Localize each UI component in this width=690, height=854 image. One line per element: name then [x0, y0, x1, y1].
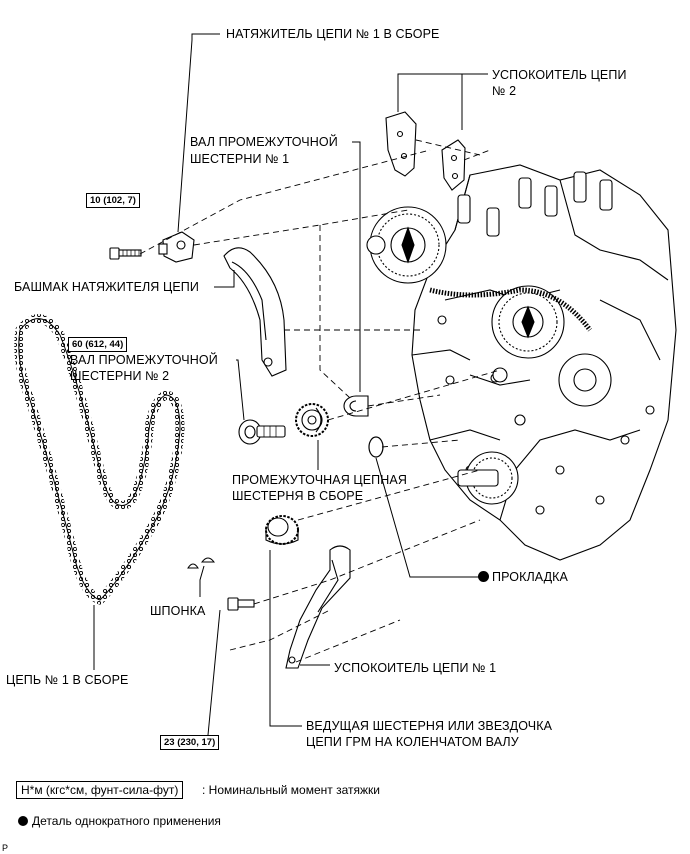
label-idler-shaft-1-line1: ВАЛ ПРОМЕЖУТОЧНОЙ — [190, 135, 338, 149]
non-reusable-dot-gasket — [478, 571, 489, 582]
legend-non-reusable-dot — [18, 816, 28, 826]
torque-tensioner-bolt: 10 (102, 7) — [86, 193, 140, 208]
cam-sprocket-left — [366, 206, 447, 284]
label-tensioner-slipper: БАШМАК НАТЯЖИТЕЛЯ ЦЕПИ — [14, 280, 199, 294]
crankshaft-timing-sprocket — [265, 515, 299, 545]
legend-torque-description: : Номинальный момент затяжки — [202, 783, 380, 797]
timing-chain-1 — [14, 314, 185, 606]
label-crank-sprocket-line1: ВЕДУЩАЯ ШЕСТЕРНЯ ИЛИ ЗВЕЗДОЧКА — [306, 719, 553, 733]
label-idler-gear-line1: ПРОМЕЖУТОЧНАЯ ЦЕПНАЯ — [232, 473, 407, 487]
label-idler-gear-line2: ШЕСТЕРНЯ В СБОРЕ — [232, 489, 364, 503]
idler-shaft-1 — [343, 395, 369, 417]
crankshaft-gear — [457, 451, 519, 505]
label-chain-tensioner-1: НАТЯЖИТЕЛЬ ЦЕПИ № 1 В СБОРЕ — [226, 27, 440, 41]
cam-sprocket-right — [491, 285, 612, 407]
label-idler-shaft-1-line2: ШЕСТЕРНИ № 1 — [190, 152, 290, 166]
label-idler-shaft-2-line2: ШЕСТЕРНИ № 2 — [70, 369, 170, 383]
legend-non-reusable-text: Деталь однократного применения — [32, 814, 221, 828]
idler-chain-gear — [295, 403, 329, 437]
idler-shaft-2 — [238, 419, 286, 445]
damper-1-bolt — [227, 597, 255, 611]
chain-tensioner-slipper — [223, 247, 287, 377]
label-crank-sprocket-line2: ЦЕПИ ГРМ НА КОЛЕНЧАТОМ ВАЛУ — [306, 735, 519, 749]
label-gasket: ПРОКЛАДКА — [492, 570, 568, 584]
chain-damper-1 — [285, 545, 351, 669]
woodruff-keys — [187, 557, 216, 569]
label-chain-damper-2-line2: № 2 — [492, 84, 517, 98]
torque-idler-shaft-2: 60 (612, 44) — [68, 337, 128, 352]
gasket-o-ring — [368, 436, 384, 458]
label-chain-1: ЦЕПЬ № 1 В СБОРЕ — [6, 673, 129, 687]
legend-torque-unit-box: Н*м (кгс*см, фунт-сила-фут) — [16, 781, 184, 799]
label-chain-damper-1: УСПОКОИТЕЛЬ ЦЕПИ № 1 — [334, 661, 497, 675]
engine-block — [411, 164, 677, 561]
tensioner-bolt — [109, 247, 142, 260]
figure-code: P — [2, 843, 9, 853]
leader-lines — [93, 33, 488, 736]
torque-damper-1-bolt: 23 (230, 17) — [160, 735, 220, 750]
chain-tensioner-1 — [158, 231, 195, 263]
label-idler-shaft-2-line1: ВАЛ ПРОМЕЖУТОЧНОЙ — [70, 353, 218, 367]
label-chain-damper-2-line1: УСПОКОИТЕЛЬ ЦЕПИ — [492, 68, 627, 82]
label-key: ШПОНКА — [150, 604, 206, 618]
